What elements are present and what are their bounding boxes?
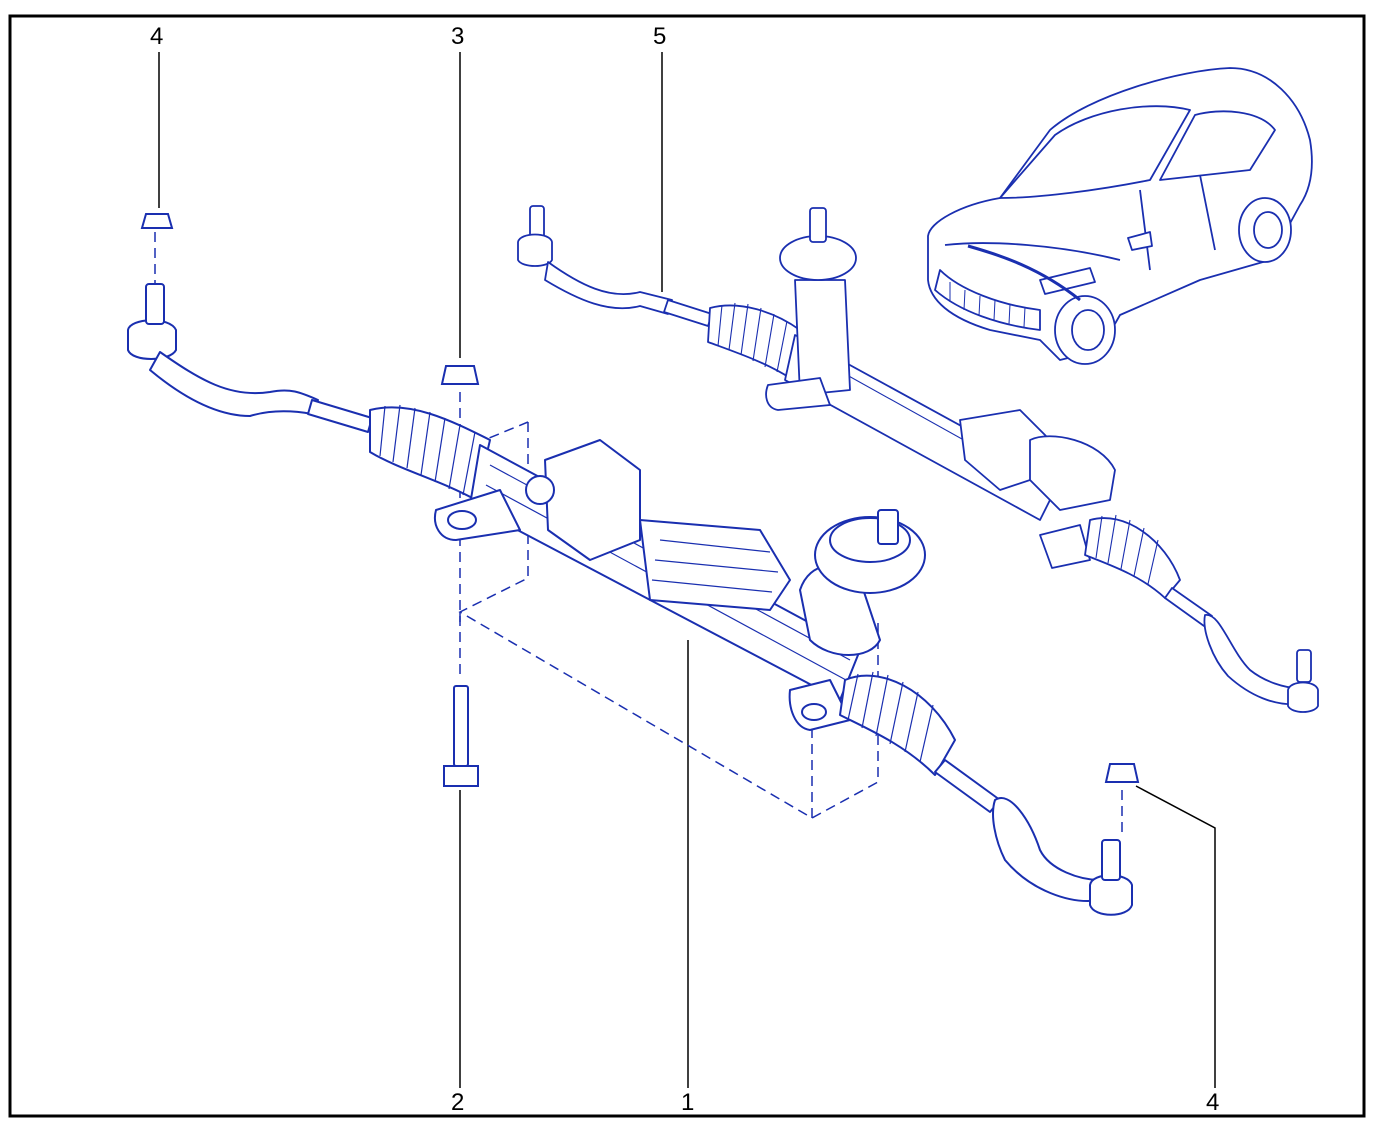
variant-tie-rod-joint-left: [517, 233, 553, 267]
tie-rod-end-left-stud: [145, 283, 165, 325]
variant-input-shaft: [809, 207, 827, 243]
electric-motor: [639, 519, 791, 611]
leader-lines: [158, 52, 1216, 1088]
mount-hole-left: [447, 510, 477, 530]
steering-rack-main: [127, 283, 1133, 916]
variant-ecu: [1029, 435, 1116, 511]
variant-tie-rod-stud-left: [529, 205, 545, 239]
callout-4-top-left: 4: [150, 23, 163, 50]
input-port: [525, 475, 555, 505]
vehicle-front-wheel: [1054, 295, 1116, 365]
variant-column-tower: [794, 279, 851, 396]
bellows-right: [839, 674, 956, 776]
callout-2-bottom: 2: [451, 1089, 464, 1116]
nut-4-bottom-right: [1104, 763, 1140, 783]
tie-rod-left: [307, 399, 373, 433]
bellows-left: [369, 406, 491, 501]
vehicle-side-window: [1159, 110, 1276, 181]
vehicle-mirror: [1127, 231, 1153, 251]
vehicle-illustration: [927, 67, 1313, 365]
variant-mount-bracket-left: [765, 377, 831, 411]
nut-3: [440, 365, 480, 385]
callout-3-top: 3: [451, 23, 464, 50]
ecu-housing: [544, 439, 641, 561]
variant-tie-rod-arm-right: [1203, 614, 1299, 706]
column-boot: [814, 516, 926, 594]
callout-1-bottom: 1: [681, 1089, 694, 1116]
tie-rod-end-right-arm: [992, 797, 1101, 902]
tie-rod-end-right-joint: [1089, 874, 1133, 916]
vehicle-body: [927, 67, 1313, 361]
vehicle-rear-wheel: [1238, 197, 1292, 263]
diagram-border: [8, 14, 1366, 1118]
variant-tie-rod-stud-right: [1296, 649, 1312, 683]
fasteners: [140, 213, 1140, 787]
vehicle-windshield: [999, 105, 1191, 199]
callout-4-bottom-right: 4: [1206, 1089, 1219, 1116]
bolt-2-head: [443, 765, 479, 787]
nut-4-top-left: [140, 213, 174, 229]
callout-5-top: 5: [653, 23, 666, 50]
tie-rod-end-left-arm: [149, 351, 319, 417]
variant-tie-rod-joint-right: [1287, 681, 1319, 713]
bolt-2-shank: [453, 685, 469, 767]
vehicle-steering-highlight: [967, 244, 1081, 302]
mount-hole-right: [801, 703, 827, 721]
variant-tie-rod-left: [663, 299, 713, 327]
variant-bellows-left: [707, 304, 801, 379]
tie-rod-end-left-joint: [127, 319, 177, 360]
steering-rack-variant: [517, 205, 1319, 713]
variant-tie-rod-arm-left: [544, 261, 673, 315]
leader-4-bottom-right: [1135, 785, 1216, 1088]
vehicle-grille: [934, 269, 1041, 331]
tie-rod-end-right-stud: [1101, 839, 1121, 881]
variant-mount-bracket-right: [1039, 524, 1091, 569]
tie-rod-right: [934, 759, 1001, 813]
input-shaft: [877, 509, 899, 545]
variant-bellows-right: [1084, 517, 1181, 599]
vehicle-headlight: [1039, 267, 1096, 295]
